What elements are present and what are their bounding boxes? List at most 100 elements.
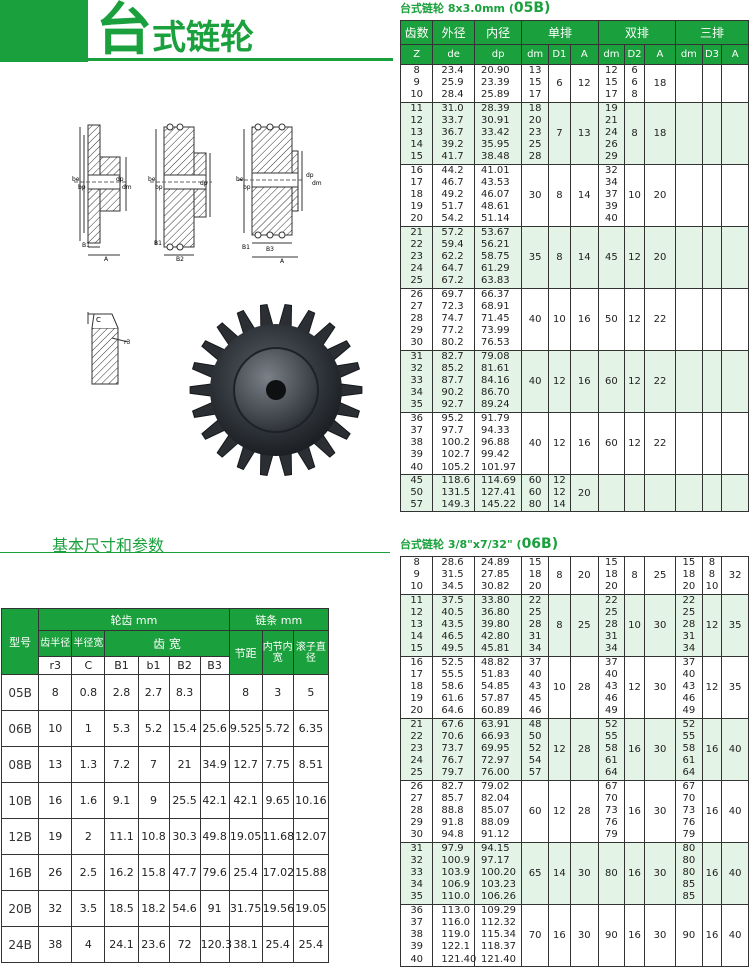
- basic-dimensions-title: 基本尺寸和参数: [52, 536, 165, 555]
- single-dm-line: 18: [528, 102, 542, 114]
- single-dm-line: 17: [528, 89, 542, 101]
- teeth-count-line: 31: [410, 350, 424, 362]
- double-d2: 12: [624, 225, 645, 289]
- param-cell: 8.3: [168, 674, 201, 711]
- outer-diameter-line: 119.0: [441, 929, 470, 941]
- header-cell: 三排: [675, 20, 749, 45]
- teeth-count-line: 17: [410, 176, 424, 188]
- double-d2: 16: [624, 717, 645, 781]
- param-cell: 18.2: [137, 890, 170, 927]
- outer-diameter-line: 113.0: [441, 904, 470, 916]
- outer-diameter-line: 67.6: [441, 718, 464, 730]
- teeth-count-line: 23: [410, 743, 424, 755]
- param-cell: 5.72: [261, 710, 294, 747]
- triple-a: [721, 287, 749, 351]
- header-cell: 双排: [597, 20, 677, 45]
- pitch-diameter-line: 61.29: [480, 263, 510, 275]
- param-cell: 6.35: [292, 710, 330, 747]
- triple-d3: [701, 287, 723, 351]
- model-cell: 24B: [0, 926, 40, 963]
- outer-diameter-line: 103.9: [441, 867, 470, 879]
- double-dm-line: 40: [605, 213, 618, 225]
- outer-diameter-line: 82.7: [441, 350, 464, 362]
- double-d2: 12: [624, 287, 645, 351]
- teeth-count-line: 12: [410, 114, 424, 126]
- triple-dm-line: 37: [682, 656, 696, 668]
- double-dm: 60: [597, 411, 626, 475]
- triple-d3-line: 10: [705, 581, 719, 593]
- param-cell: 10.8: [137, 818, 170, 855]
- triple-dm-line: 73: [682, 805, 696, 817]
- double-d2: 12: [624, 349, 645, 413]
- param-cell: 7.2: [104, 746, 139, 783]
- subheader-cell: Z: [399, 44, 434, 65]
- single-dm-line: 43: [528, 681, 542, 693]
- single-d1: 14: [547, 841, 571, 905]
- teeth-count-line: 57: [410, 499, 424, 511]
- param-cell: 25.4: [292, 926, 330, 963]
- single-dm: 40: [521, 287, 549, 351]
- param-cell: 11.1: [104, 818, 139, 855]
- outer-diameter-line: 36.7: [441, 127, 464, 139]
- teeth-count-line: 35: [410, 891, 424, 903]
- double-dm-line: 70: [605, 792, 618, 804]
- label-b3: B3: [266, 246, 274, 253]
- double-dm-line: 21: [605, 114, 618, 126]
- triple-d3: 12: [701, 655, 723, 719]
- pitch-diameter-line: 109.29: [480, 904, 516, 916]
- teeth-count-line: 21: [410, 226, 424, 238]
- teeth-count-line: 19: [410, 201, 424, 213]
- double-dm-line: 22: [605, 594, 618, 606]
- teeth-count-line: 24: [410, 263, 424, 275]
- table-05b-title-end: ): [544, 0, 551, 16]
- outer-diameter-line: 67.2: [441, 275, 464, 287]
- triple-dm: [675, 225, 703, 289]
- outer-diameter-line: 72.3: [441, 300, 464, 312]
- param-sub-header: B3: [199, 656, 230, 675]
- pitch-diameter-line: 63.91: [480, 718, 510, 730]
- pitch-diameter-line: 71.45: [480, 313, 510, 325]
- pitch-diameter-line: 118.37: [480, 941, 516, 953]
- double-a: 30: [643, 779, 677, 843]
- param-sub-header: b1: [137, 656, 170, 675]
- double-a: 20: [643, 225, 677, 289]
- outer-diameter-line: 46.5: [441, 631, 464, 643]
- outer-diameter-line: 82.7: [441, 780, 464, 792]
- subheader-cell: A: [643, 44, 677, 65]
- single-d1: 8: [547, 163, 571, 227]
- param-cell: 25.6: [199, 710, 230, 747]
- single-a: 20: [569, 473, 599, 513]
- triple-dm-line: 31: [682, 631, 696, 643]
- subheader-cell: de: [432, 44, 475, 65]
- double-row-drawing: be bp dp B1 B2: [148, 123, 212, 263]
- header-roller-diameter: 滚子直径: [292, 630, 330, 675]
- pitch-diameter-line: 94.33: [480, 424, 510, 436]
- single-a: 16: [569, 287, 599, 351]
- subheader-cell: dm: [521, 44, 549, 65]
- outer-diameter-line: 106.9: [441, 879, 470, 891]
- double-dm-line: 17: [605, 89, 618, 101]
- triple-d3: [701, 473, 723, 513]
- double-d2: 16: [624, 841, 645, 905]
- param-cell: 13: [38, 746, 73, 783]
- double-dm-line: 39: [605, 201, 618, 213]
- single-dm-line: 60: [528, 474, 542, 486]
- teeth-count-line: 14: [410, 631, 424, 643]
